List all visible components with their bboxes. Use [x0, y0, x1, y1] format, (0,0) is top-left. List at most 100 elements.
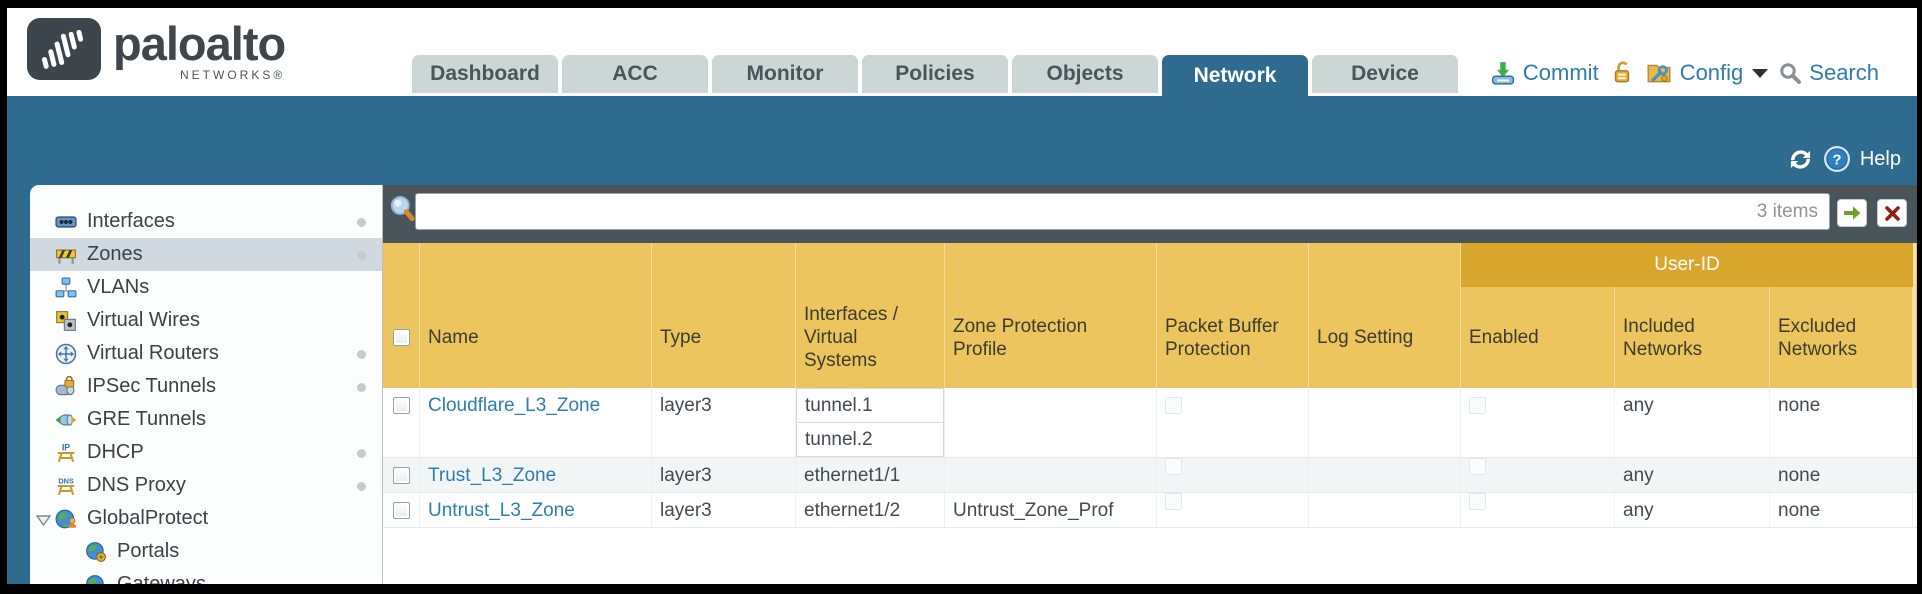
clear-filter-button[interactable]	[1877, 199, 1907, 227]
sidebar-item-gre-tunnels[interactable]: GRE Tunnels	[30, 403, 382, 436]
row-select-checkbox[interactable]	[392, 501, 410, 519]
config-menu-button[interactable]: Config	[1645, 60, 1769, 86]
column-header-log-setting[interactable]: Log Setting	[1309, 243, 1461, 388]
red-x-icon	[1884, 205, 1900, 221]
status-dot	[357, 382, 366, 392]
config-icon	[1647, 64, 1671, 83]
svg-text:IP: IP	[62, 442, 70, 452]
table-row: Trust_L3_Zone layer3 ethernet1/1 any non…	[383, 458, 1917, 493]
sidebar-item-dhcp[interactable]: IP DHCP	[30, 436, 382, 469]
zones-filter-input[interactable]	[415, 193, 1830, 230]
commit-icon	[1491, 62, 1514, 85]
tab-acc[interactable]: ACC	[562, 55, 708, 93]
refresh-icon[interactable]	[1787, 146, 1814, 173]
search-label: Search	[1809, 60, 1879, 85]
tab-device[interactable]: Device	[1312, 55, 1458, 93]
sidebar-item-interfaces[interactable]: Interfaces	[30, 205, 382, 238]
column-header-enabled[interactable]: Enabled	[1461, 287, 1615, 388]
help-label[interactable]: Help	[1859, 147, 1901, 170]
sidebar-item-gateways[interactable]: Gateways	[30, 568, 382, 584]
sidebar-item-ipsec-tunnels[interactable]: IPSec Tunnels	[30, 370, 382, 403]
zone-name-link[interactable]: Trust_L3_Zone	[428, 465, 557, 486]
status-dot	[357, 349, 366, 359]
search-button[interactable]: Search	[1778, 60, 1879, 86]
column-header-included-networks[interactable]: Included Networks	[1615, 287, 1770, 388]
zones-icon	[55, 244, 77, 266]
logo-wordmark: paloalto	[113, 17, 286, 70]
commit-button[interactable]: Commit	[1490, 60, 1599, 86]
status-dot	[357, 250, 366, 260]
virtual-routers-icon	[55, 343, 77, 365]
zone-name-link[interactable]: Untrust_L3_Zone	[428, 500, 575, 521]
sidebar-item-virtual-wires[interactable]: Virtual Wires	[30, 304, 382, 337]
tab-monitor[interactable]: Monitor	[712, 55, 858, 93]
logo-networks-text: NETWORKS®	[180, 68, 286, 82]
svg-text:?: ?	[1832, 152, 1841, 169]
row-select-checkbox[interactable]	[392, 466, 410, 484]
column-header-packet-buffer-protection[interactable]: Packet Buffer Protection	[1157, 243, 1309, 388]
globalprotect-icon	[55, 508, 77, 530]
user-id-column-group: User-ID Enabled Included Networks Exclud…	[1461, 243, 1913, 388]
ipsec-tunnels-icon	[55, 375, 77, 398]
user-id-enabled-checkbox	[1469, 397, 1486, 414]
help-icon[interactable]: ?	[1823, 145, 1851, 173]
tab-objects[interactable]: Objects	[1012, 55, 1158, 93]
filter-toolbar: 3 items	[383, 185, 1917, 243]
commit-label: Commit	[1522, 60, 1599, 85]
paloalto-logo-icon	[27, 18, 101, 80]
svg-text:DNS: DNS	[58, 476, 73, 485]
row-select-checkbox[interactable]	[392, 397, 410, 414]
gre-tunnels-icon	[55, 409, 77, 431]
apply-filter-button[interactable]	[1837, 199, 1867, 227]
tab-network[interactable]: Network	[1162, 55, 1308, 96]
sidebar-item-portals[interactable]: Portals	[30, 535, 382, 568]
zones-main-panel: 3 items	[383, 185, 1917, 584]
banner-band: ? Help	[7, 96, 1917, 185]
table-row: Cloudflare_L3_Zone layer3 tunnel.1 tunne…	[383, 388, 1917, 458]
search-icon	[1780, 63, 1802, 84]
status-dot	[357, 217, 366, 227]
user-id-enabled-checkbox	[1469, 458, 1486, 475]
zone-name-link[interactable]: Cloudflare_L3_Zone	[428, 395, 601, 416]
interfaces-icon	[55, 211, 77, 233]
virtual-wires-icon	[55, 310, 77, 332]
lock-icon	[1614, 61, 1629, 83]
column-header-type[interactable]: Type	[652, 243, 796, 388]
filter-search-icon	[390, 195, 415, 222]
sidebar-item-virtual-routers[interactable]: Virtual Routers	[30, 337, 382, 370]
global-actions: Commit Config	[1490, 60, 1879, 86]
tab-dashboard[interactable]: Dashboard	[412, 55, 558, 93]
select-all-checkbox[interactable]	[392, 329, 410, 346]
paloalto-logo: paloalto NETWORKS®	[27, 17, 286, 82]
portals-icon	[85, 541, 107, 563]
lock-button[interactable]	[1609, 60, 1635, 86]
dhcp-icon: IP	[55, 442, 77, 464]
top-bar: paloalto NETWORKS® Dashboard ACC Monitor…	[7, 8, 1917, 96]
chevron-down-icon	[1752, 68, 1769, 78]
sidebar-item-vlans[interactable]: VLANs	[30, 271, 382, 304]
packet-buffer-checkbox	[1165, 397, 1182, 414]
sidebar-item-globalprotect[interactable]: GlobalProtect	[30, 502, 382, 535]
table-header: Name Type Interfaces / Virtual Systems Z…	[383, 243, 1917, 388]
tab-policies[interactable]: Policies	[862, 55, 1008, 93]
network-sidebar: Interfaces Zones VLANs Vir	[30, 185, 383, 584]
column-header-excluded-networks[interactable]: Excluded Networks	[1770, 287, 1913, 388]
interface-cell: tunnel.2	[796, 422, 944, 457]
sidebar-item-zones[interactable]: Zones	[30, 238, 382, 271]
sidebar-item-dns-proxy[interactable]: DNS DNS Proxy	[30, 469, 382, 502]
packet-buffer-checkbox	[1165, 493, 1182, 510]
main-nav-tabs: Dashboard ACC Monitor Policies Objects N…	[412, 55, 1458, 96]
user-id-group-header: User-ID	[1461, 243, 1913, 287]
header-scroll-strip	[1913, 243, 1916, 388]
green-arrow-icon	[1844, 206, 1861, 220]
user-id-enabled-checkbox	[1469, 493, 1486, 510]
column-header-name[interactable]: Name	[420, 243, 652, 388]
vlans-icon	[55, 277, 77, 299]
expand-triangle-icon[interactable]	[35, 513, 52, 531]
column-header-interfaces[interactable]: Interfaces / Virtual Systems	[796, 243, 945, 388]
table-row: Untrust_L3_Zone layer3 ethernet1/2 Untru…	[383, 493, 1917, 528]
column-header-zone-protection-profile[interactable]: Zone Protection Profile	[945, 243, 1157, 388]
packet-buffer-checkbox	[1165, 458, 1182, 475]
zones-table: Name Type Interfaces / Virtual Systems Z…	[383, 243, 1917, 584]
